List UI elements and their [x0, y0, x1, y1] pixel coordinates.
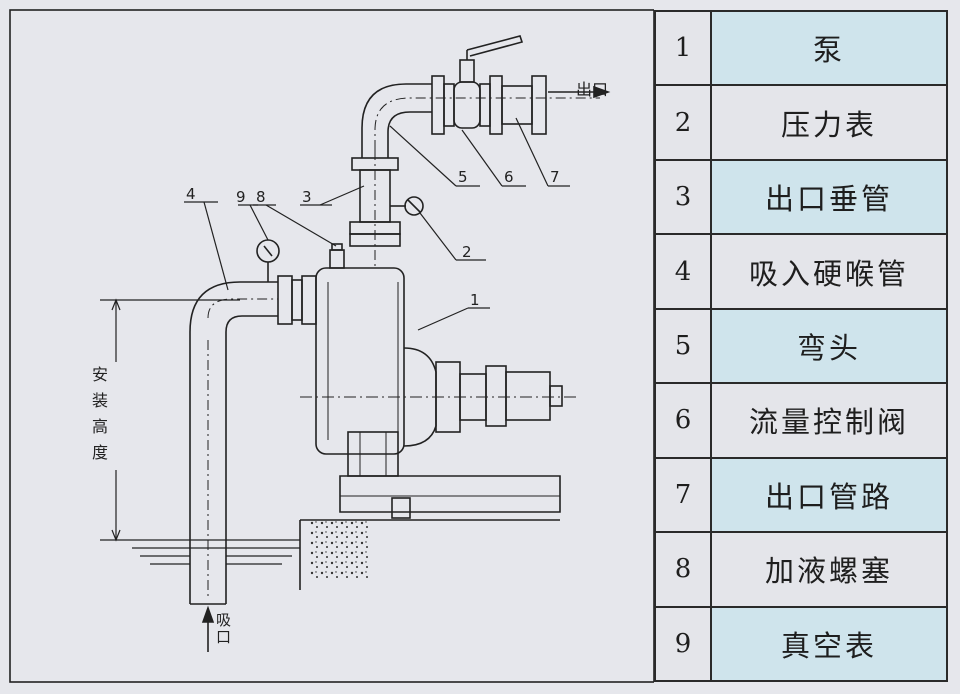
legend-number: 6	[654, 382, 712, 459]
legend-name: 出口管路	[710, 456, 948, 534]
inlet-label: 吸口	[216, 611, 232, 646]
pump-shaft-assembly	[300, 347, 580, 447]
legend-row: 4 吸入硬喉管	[654, 233, 948, 310]
legend-table: 1 泵 2 压力表 3 出口垂管 4 吸入硬喉管 5 弯头 6 流量控制阀 7 …	[654, 9, 948, 682]
callout-1: 1	[470, 291, 480, 309]
callout-9: 9	[236, 188, 246, 206]
legend-row: 3 出口垂管	[654, 158, 948, 236]
pump-installation-diagram: 出口 吸口 安 装 高 度 1 2 3 4 5 6 7 8 9	[9, 9, 654, 683]
legend-name: 泵	[710, 9, 948, 87]
pump-body	[315, 267, 405, 477]
legend-row: 7 出口管路	[654, 456, 948, 534]
legend-number: 5	[654, 307, 712, 385]
elbow	[361, 83, 600, 158]
callout-4: 4	[186, 185, 196, 203]
legend-number: 1	[654, 9, 712, 87]
callout-5: 5	[458, 168, 468, 186]
callout-6: 6	[504, 168, 514, 186]
outlet-label: 出口	[576, 80, 609, 99]
legend-number: 7	[654, 456, 712, 534]
water-surface	[132, 539, 300, 565]
diagram-drawing	[9, 9, 654, 683]
legend-row: 6 流量控制阀	[654, 382, 948, 459]
callout-8: 8	[256, 188, 266, 206]
callout-7: 7	[550, 168, 560, 186]
diagram-frame	[9, 9, 654, 683]
legend-row: 8 加液螺塞	[654, 531, 948, 608]
legend-row: 9 真空表	[654, 605, 948, 682]
outlet-pipe	[501, 75, 611, 135]
legend-name: 出口垂管	[710, 158, 948, 236]
legend-name: 吸入硬喉管	[710, 233, 948, 310]
legend-name: 压力表	[710, 84, 948, 161]
install-height-dimension	[100, 298, 240, 542]
install-height-label: 安 装 高 度	[91, 365, 108, 462]
vacuum-gauge	[256, 239, 280, 282]
legend-name: 真空表	[710, 605, 948, 682]
legend-name: 加液螺塞	[710, 531, 948, 608]
leader-lines	[184, 117, 570, 331]
suction-pipe	[189, 281, 278, 605]
legend-number: 8	[654, 531, 712, 608]
callout-3: 3	[302, 188, 312, 206]
pressure-gauge	[390, 196, 424, 216]
inlet-arrow	[201, 605, 215, 652]
flow-control-valve	[431, 35, 524, 135]
legend-number: 2	[654, 84, 712, 161]
outlet-vertical-pipe	[349, 150, 401, 268]
suction-flanges	[277, 275, 317, 325]
legend-number: 9	[654, 605, 712, 682]
legend-name: 流量控制阀	[710, 382, 948, 459]
fill-plug	[329, 243, 345, 269]
legend-row: 1 泵	[654, 9, 948, 87]
pump-base	[299, 475, 561, 590]
legend-row: 2 压力表	[654, 84, 948, 161]
legend-number: 4	[654, 233, 712, 310]
legend-number: 3	[654, 158, 712, 236]
legend-name: 弯头	[710, 307, 948, 385]
legend-row: 5 弯头	[654, 307, 948, 385]
callout-2: 2	[462, 243, 472, 261]
